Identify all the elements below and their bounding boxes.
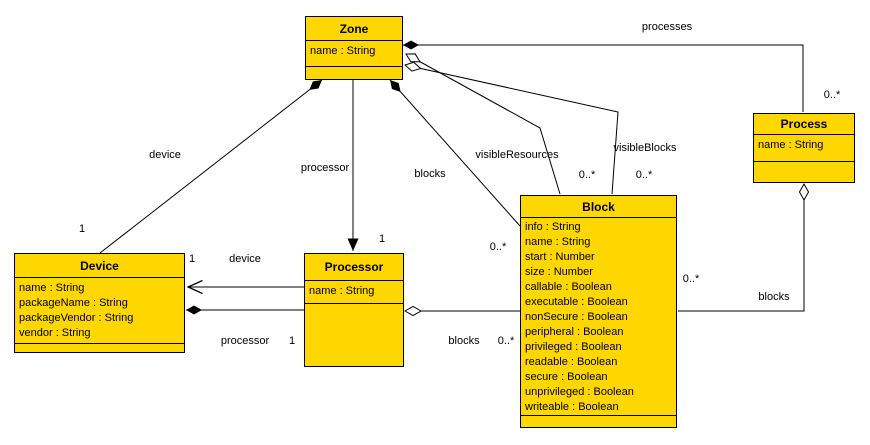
attribute: packageName : String bbox=[19, 297, 128, 309]
association-label-visible-blocks: visibleBlocks bbox=[613, 142, 677, 154]
class-device-name: Device bbox=[15, 254, 184, 278]
class-zone-name: Zone bbox=[306, 17, 402, 41]
class-processor-attributes: name : String bbox=[305, 281, 403, 304]
attribute: name : String bbox=[758, 139, 824, 151]
class-block[interactable]: Block info : String name : String start … bbox=[520, 195, 677, 428]
attribute: info : String bbox=[525, 221, 581, 233]
association-label-processor-blocks: blocks bbox=[448, 335, 480, 347]
association-visible-resources[interactable] bbox=[406, 54, 561, 195]
class-block-attributes: info : String name : String start : Numb… bbox=[521, 218, 676, 416]
multiplicity-visible-resources: 0..* bbox=[578, 169, 596, 181]
attribute: privileged : Boolean bbox=[525, 341, 622, 353]
attribute: name : String bbox=[310, 45, 376, 57]
class-process-operations-compartment bbox=[754, 162, 854, 182]
multiplicity-zone-device: 1 bbox=[78, 223, 86, 235]
association-label-processes: processes bbox=[641, 21, 693, 33]
class-block-name: Block bbox=[521, 196, 676, 218]
class-processor[interactable]: Processor name : String bbox=[304, 253, 404, 367]
class-device-attributes: name : String packageName : String packa… bbox=[15, 278, 184, 344]
attribute: name : String bbox=[19, 282, 85, 294]
attribute: nonSecure : Boolean bbox=[525, 311, 628, 323]
attribute: unprivileged : Boolean bbox=[525, 386, 634, 398]
class-zone-operations-compartment bbox=[306, 67, 402, 79]
class-device[interactable]: Device name : String packageName : Strin… bbox=[14, 253, 185, 353]
multiplicity-zone-processor: 1 bbox=[378, 233, 386, 245]
attribute: secure : Boolean bbox=[525, 371, 608, 383]
class-zone[interactable]: Zone name : String bbox=[305, 16, 403, 80]
class-process-attributes: name : String bbox=[754, 135, 854, 162]
association-process-blocks[interactable] bbox=[678, 184, 804, 312]
association-zone-blocks[interactable] bbox=[389, 79, 521, 227]
association-zone-device[interactable] bbox=[99, 79, 323, 254]
attribute: size : Number bbox=[525, 266, 593, 278]
class-process[interactable]: Process name : String bbox=[753, 113, 855, 183]
association-label-visible-resources: visibleResources bbox=[475, 149, 559, 161]
multiplicity-processor-blocks: 0..* bbox=[497, 335, 515, 347]
attribute: writeable : Boolean bbox=[525, 401, 619, 413]
class-device-operations-compartment bbox=[15, 344, 184, 352]
attribute: vendor : String bbox=[19, 327, 91, 339]
multiplicity-processes: 0..* bbox=[823, 89, 841, 101]
multiplicity-device-processor: 1 bbox=[288, 335, 296, 347]
association-label-process-blocks: blocks bbox=[758, 291, 790, 303]
class-processor-name: Processor bbox=[305, 254, 403, 281]
association-processes[interactable] bbox=[403, 40, 804, 112]
multiplicity-visible-blocks: 0..* bbox=[635, 169, 653, 181]
class-zone-attributes: name : String bbox=[306, 41, 402, 67]
attribute: callable : Boolean bbox=[525, 281, 612, 293]
attribute: executable : Boolean bbox=[525, 296, 628, 308]
class-process-name: Process bbox=[754, 114, 854, 135]
multiplicity-process-blocks: 0..* bbox=[682, 273, 700, 285]
attribute: name : String bbox=[525, 236, 591, 248]
association-label-zone-blocks: blocks bbox=[414, 168, 446, 180]
multiplicity-zone-blocks: 0..* bbox=[489, 241, 507, 253]
attribute: readable : Boolean bbox=[525, 356, 618, 368]
attribute: peripheral : Boolean bbox=[525, 326, 624, 338]
association-label-zone-processor: processor bbox=[300, 162, 350, 174]
association-label-zone-device: device bbox=[149, 149, 181, 161]
multiplicity-processor-device: 1 bbox=[188, 253, 196, 265]
class-block-operations-compartment bbox=[521, 416, 676, 427]
association-label-processor-device: device bbox=[229, 253, 261, 265]
association-label-device-processor: processor bbox=[220, 335, 270, 347]
attribute: packageVendor : String bbox=[19, 312, 134, 324]
class-processor-operations-compartment bbox=[305, 304, 403, 366]
association-visible-blocks[interactable] bbox=[405, 65, 619, 195]
attribute: name : String bbox=[309, 285, 375, 297]
attribute: start : Number bbox=[525, 251, 595, 263]
